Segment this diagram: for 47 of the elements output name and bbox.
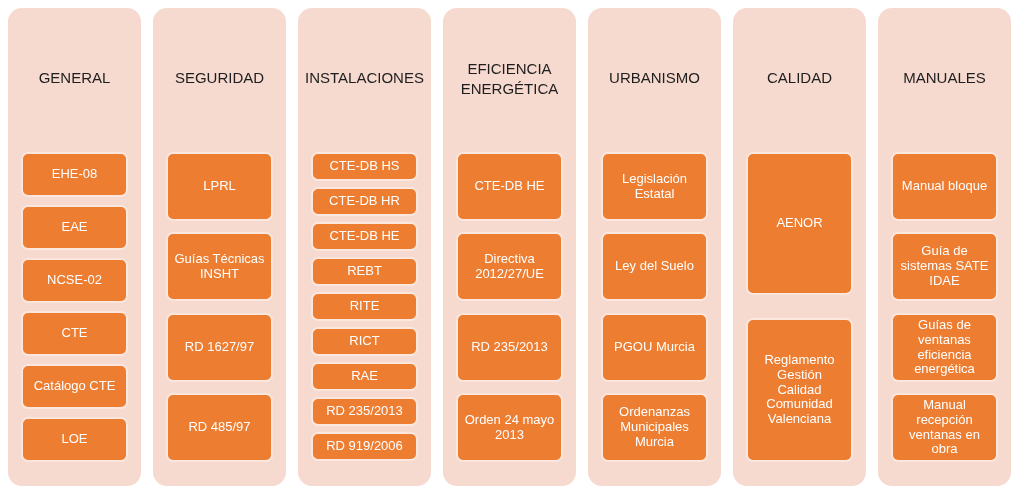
- category-panel: [878, 8, 1011, 486]
- column-heading: SEGURIDAD: [174, 68, 265, 88]
- item-box: RAE: [311, 362, 418, 391]
- item-box: RD 235/2013: [456, 313, 563, 382]
- item-box: PGOU Murcia: [601, 313, 708, 382]
- item-box: Guía de sistemas SATE IDAE: [891, 232, 998, 301]
- item-box: RD 485/97: [166, 393, 273, 462]
- item-box: RD 235/2013: [311, 397, 418, 426]
- item-box: Catálogo CTE: [21, 364, 128, 409]
- category-panel: [8, 8, 141, 486]
- item-box: Manual recepción ventanas en obra: [891, 393, 998, 462]
- item-box: Directiva 2012/27/UE: [456, 232, 563, 301]
- item-box: Guías de ventanas eficiencia energética: [891, 313, 998, 382]
- item-box: Guías Técnicas INSHT: [166, 232, 273, 301]
- category-panel: [588, 8, 721, 486]
- item-box: Reglamento Gestión Calidad Comunidad Valenciana: [746, 318, 853, 462]
- item-box: Manual bloque: [891, 152, 998, 221]
- item-box: Legislación Estatal: [601, 152, 708, 221]
- item-box: Ley del Suelo: [601, 232, 708, 301]
- item-box: CTE: [21, 311, 128, 356]
- item-box: NCSE-02: [21, 258, 128, 303]
- item-box: AENOR: [746, 152, 853, 295]
- column-heading: URBANISMO: [608, 68, 701, 88]
- item-box: RD 919/2006: [311, 432, 418, 461]
- category-panel: [733, 8, 866, 486]
- column-heading: MANUALES: [902, 68, 987, 88]
- item-box: LOE: [21, 417, 128, 462]
- column-heading: INSTALACIONES: [304, 68, 425, 88]
- category-panel: [443, 8, 576, 486]
- category-panel: [298, 8, 431, 486]
- item-box: LPRL: [166, 152, 273, 221]
- item-box: CTE-DB HS: [311, 152, 418, 181]
- item-box: REBT: [311, 257, 418, 286]
- item-box: CTE-DB HR: [311, 187, 418, 216]
- item-box: CTE-DB HE: [456, 152, 563, 221]
- item-box: RD 1627/97: [166, 313, 273, 382]
- column-heading: GENERAL: [38, 68, 111, 88]
- item-box: RICT: [311, 327, 418, 356]
- item-box: EAE: [21, 205, 128, 250]
- item-box: EHE-08: [21, 152, 128, 197]
- item-box: Ordenanzas Municipales Murcia: [601, 393, 708, 462]
- item-box: RITE: [311, 292, 418, 321]
- column-heading: EFICIENCIA ENERGÉTICA: [460, 58, 559, 98]
- category-panel: [153, 8, 286, 486]
- column-heading: CALIDAD: [766, 68, 833, 88]
- item-box: Orden 24 mayo 2013: [456, 393, 563, 462]
- item-box: CTE-DB HE: [311, 222, 418, 251]
